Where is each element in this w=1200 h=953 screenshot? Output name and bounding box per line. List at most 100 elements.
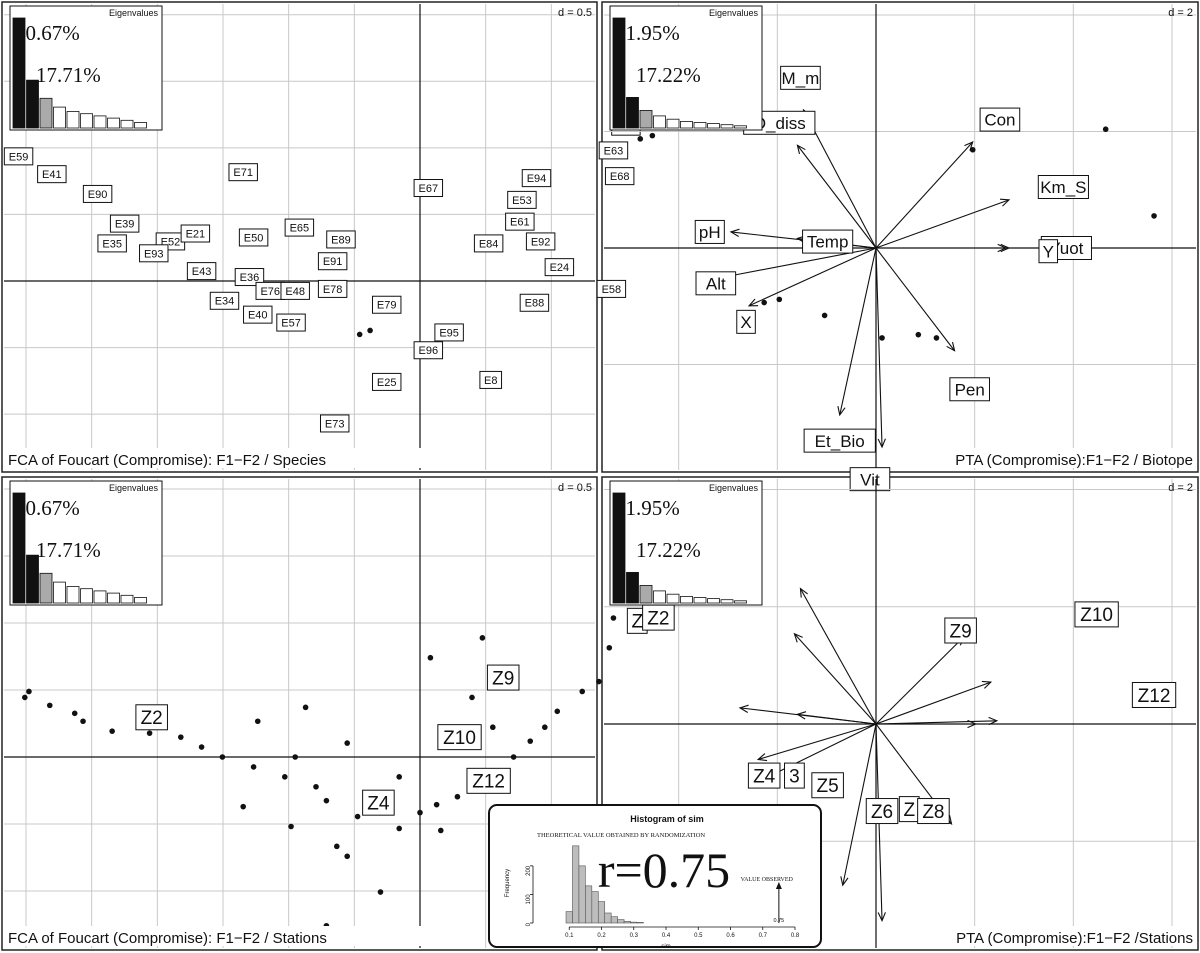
data-point <box>178 734 184 740</box>
data-point <box>80 718 86 725</box>
data-point <box>313 783 319 790</box>
species-label: E8 <box>484 375 497 387</box>
species-label: E43 <box>192 266 212 278</box>
species-label: E59 <box>9 151 29 163</box>
vector-arrow <box>799 588 877 725</box>
eigen-title: Eigenvalues <box>709 8 759 18</box>
data-point <box>469 694 475 701</box>
station-label-box <box>917 798 950 825</box>
hist-y-tick-label: 0 <box>526 922 532 926</box>
data-point <box>292 754 299 760</box>
species-label-box <box>139 244 169 263</box>
hist-bar <box>604 912 612 924</box>
station-label: Z8 <box>922 802 944 823</box>
species-label: E25 <box>377 377 397 389</box>
species-label: E84 <box>479 238 499 250</box>
panel-species: d = 0.5E80E86E60E51E74E63E68E94E53E61E92… <box>3 4 649 470</box>
data-point <box>46 702 53 709</box>
data-point <box>146 730 153 736</box>
eigen-bar <box>12 17 26 129</box>
species-label: E67 <box>419 183 439 195</box>
station-label: Z5 <box>817 776 839 797</box>
eigen-bar <box>693 597 707 604</box>
data-point <box>915 331 922 338</box>
vector-arrow <box>796 144 877 249</box>
eigen-bar <box>734 125 747 129</box>
eigen-bar <box>134 597 147 604</box>
species-label-box <box>319 414 350 433</box>
vector-arrow <box>842 723 877 886</box>
eigen-bar <box>653 115 666 129</box>
data-point <box>554 708 561 715</box>
hist-x-tick-label: 0.3 <box>630 933 639 939</box>
eigen-bar <box>53 581 66 604</box>
species-label: E88 <box>525 298 545 310</box>
eigen-title: Eigenvalues <box>109 8 159 18</box>
eigen-bar <box>707 123 720 129</box>
data-point <box>250 764 257 770</box>
species-label: E50 <box>244 232 264 244</box>
eigen-pct1: 61.95% <box>615 21 680 45</box>
eigen-bar <box>12 492 26 604</box>
species-label-box <box>37 165 67 184</box>
eigen-bar <box>39 97 53 129</box>
eigen-bar <box>626 97 639 129</box>
hist-x-tick-label: 0.4 <box>662 933 671 939</box>
variable-label-box <box>780 65 821 90</box>
species-label-box <box>317 252 348 271</box>
station-label-box <box>486 664 520 691</box>
stat-text: r=0.75 <box>598 842 730 898</box>
species-label-box <box>544 258 575 277</box>
eigen-bar <box>612 492 626 604</box>
caption-bg <box>902 448 1194 468</box>
species-label-box <box>604 167 635 186</box>
data-point <box>433 801 440 808</box>
eigen-title: Eigenvalues <box>109 483 159 493</box>
species-label: E40 <box>248 310 268 322</box>
panel-caption: PTA (Compromise):F1−F2 / Biotope <box>955 452 1193 469</box>
station-label: Z4 <box>753 766 776 787</box>
vector-arrow <box>875 141 974 249</box>
variable-label: pH <box>699 223 721 242</box>
species-label-box <box>525 232 556 251</box>
station-label-box <box>747 762 781 789</box>
eigen-bar <box>639 110 653 129</box>
eigen-pct1: 40.67% <box>15 21 80 45</box>
station-label-box <box>865 798 899 825</box>
eigen-bar <box>666 118 680 129</box>
data-point <box>933 335 940 341</box>
hist-bar <box>585 885 593 924</box>
arrow-head <box>946 341 956 352</box>
species-label: E48 <box>285 286 305 298</box>
eigen-bar <box>653 590 666 604</box>
panel-caption: FCA of Foucart (Compromise): F1−F2 / Sta… <box>8 930 327 947</box>
variable-label: X <box>740 313 751 332</box>
station-label-box <box>135 704 168 731</box>
species-label: E41 <box>42 169 62 181</box>
species-label-box <box>284 218 315 237</box>
d-scale-label: d = 2 <box>1168 482 1193 494</box>
species-label: E96 <box>419 345 439 357</box>
species-label-box <box>228 163 258 182</box>
hist-x-tick-label: 0.8 <box>791 933 800 939</box>
data-point <box>510 754 517 760</box>
data-point <box>354 813 361 820</box>
data-point <box>1151 213 1157 219</box>
species-label: E76 <box>260 286 280 298</box>
eigen-bar <box>680 596 693 604</box>
data-point <box>454 793 461 800</box>
data-point <box>596 678 602 685</box>
arrow-head <box>967 719 978 729</box>
arrow-head <box>796 144 806 155</box>
arrow-head <box>877 912 886 922</box>
vector-arrow <box>757 723 877 760</box>
arrow-head <box>1000 243 1011 253</box>
variable-label-box <box>695 271 737 296</box>
variable-label: Temp <box>807 233 849 252</box>
station-label: Z10 <box>1080 605 1113 626</box>
hist-bar <box>578 865 586 924</box>
species-label-box <box>473 234 504 253</box>
